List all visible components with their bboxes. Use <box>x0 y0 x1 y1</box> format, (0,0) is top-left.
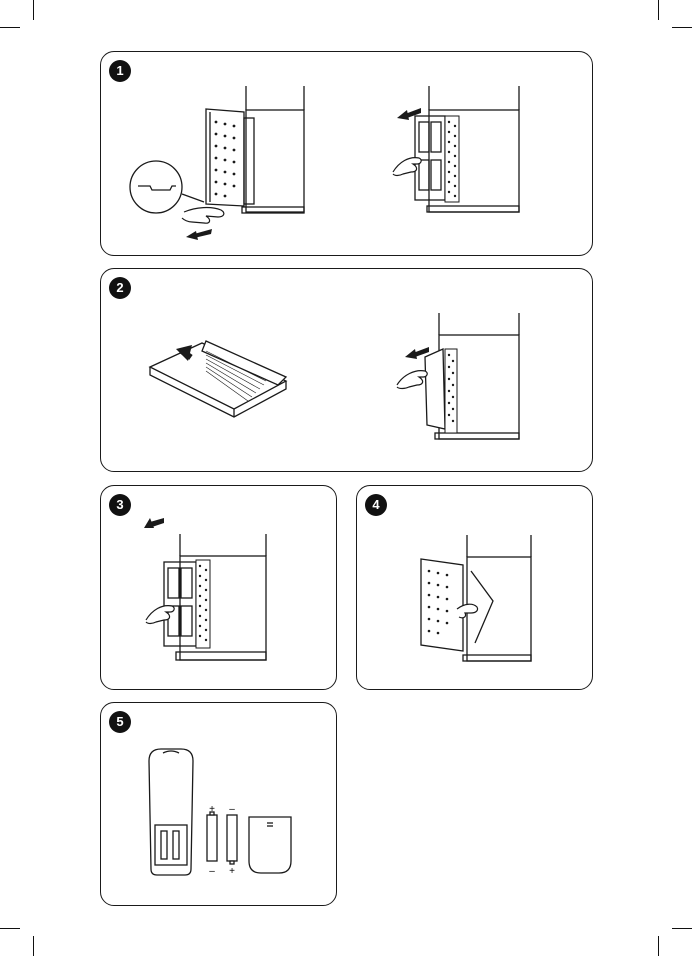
step-4-badge: 4 <box>365 494 387 516</box>
step-4-replace-cover-illustration <box>407 531 547 681</box>
crop-mark <box>672 928 692 929</box>
battery-cover-icon <box>249 817 291 873</box>
battery-icon <box>207 812 237 864</box>
magnifier-icon <box>130 161 204 213</box>
crop-mark <box>0 27 20 28</box>
step-2-unwrap-filter-illustration <box>146 329 296 429</box>
step-1-badge: 1 <box>109 60 131 82</box>
step-3-reinsert-filter-illustration <box>136 516 316 686</box>
crop-mark <box>658 0 659 20</box>
hand-icon <box>146 606 174 624</box>
step-2-panel: 2 <box>100 268 593 472</box>
hand-icon <box>393 158 421 176</box>
battery-1-plus: + <box>209 804 215 815</box>
remote-control-icon <box>149 749 193 875</box>
battery-1-minus: – <box>209 866 215 877</box>
step-3-panel: 3 <box>100 485 337 690</box>
hand-icon <box>182 208 224 224</box>
crop-mark <box>672 27 692 28</box>
crop-mark <box>0 928 20 929</box>
arrow-icon <box>186 229 212 240</box>
step-2-insert-filter-illustration <box>391 309 531 459</box>
step-2-badge: 2 <box>109 277 131 299</box>
step-5-badge: 5 <box>109 711 131 733</box>
crop-mark <box>33 0 34 20</box>
step-5-battery-illustration: + – – + <box>141 745 301 880</box>
crop-mark <box>33 936 34 956</box>
step-3-badge: 3 <box>109 494 131 516</box>
step-1-filter-removal-illustration <box>391 82 531 252</box>
battery-2-plus: + <box>229 866 235 877</box>
crop-mark <box>658 936 659 956</box>
step-4-panel: 4 <box>356 485 593 690</box>
battery-2-minus: – <box>229 804 235 815</box>
step-5-panel: 5 + – – + <box>100 702 337 906</box>
step-1-cover-removal-illustration <box>126 82 316 252</box>
arrow-icon <box>397 108 421 120</box>
hand-icon <box>397 371 427 389</box>
step-1-panel: 1 <box>100 51 593 256</box>
arrow-icon <box>144 518 164 528</box>
